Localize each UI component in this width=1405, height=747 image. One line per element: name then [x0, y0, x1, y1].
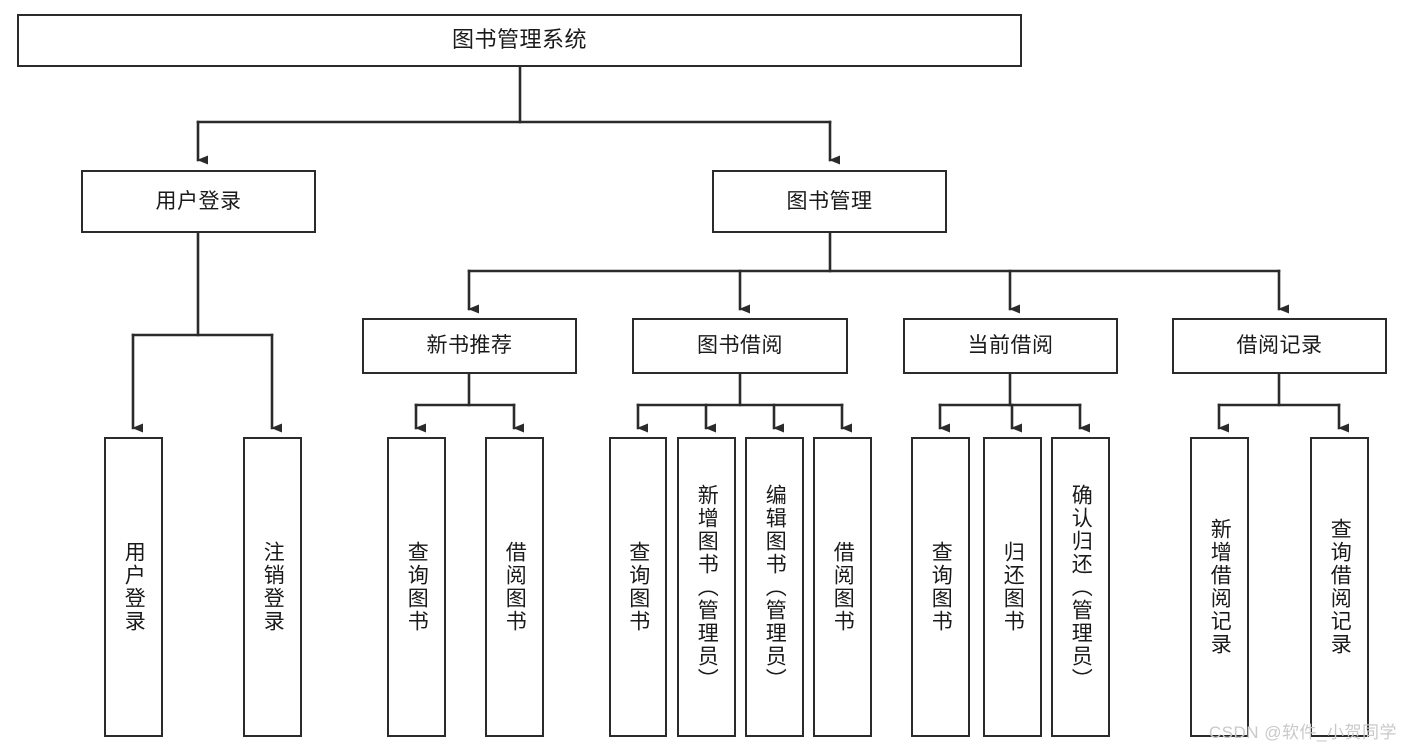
node-borrow-records-label: 借阅记录 — [1236, 334, 1323, 358]
leaf-node[interactable]: 注销登录 — [243, 437, 302, 737]
node-current-borrow-label: 当前借阅 — [967, 334, 1054, 358]
leaf-node[interactable]: 查询图书 — [387, 437, 446, 737]
leaf-node[interactable]: 借阅图书 — [485, 437, 544, 737]
leaf-node-label: 确认归还（管理员） — [1069, 483, 1093, 691]
node-book-management[interactable]: 图书管理 — [712, 170, 947, 233]
node-new-book-recommend-label: 新书推荐 — [426, 334, 513, 358]
leaf-node[interactable]: 查询图书 — [609, 437, 667, 737]
leaf-node-label: 查询借阅记录 — [1328, 518, 1352, 656]
leaf-node-label: 用户登录 — [122, 541, 146, 633]
leaf-node[interactable]: 编辑图书（管理员） — [745, 437, 804, 737]
leaf-node[interactable]: 借阅图书 — [813, 437, 872, 737]
node-root-label: 图书管理系统 — [451, 27, 587, 53]
leaf-node-label: 借阅图书 — [503, 541, 527, 633]
leaf-node[interactable]: 查询借阅记录 — [1310, 437, 1369, 737]
node-book-management-label: 图书管理 — [786, 189, 873, 213]
node-new-book-recommend[interactable]: 新书推荐 — [362, 318, 577, 374]
leaf-node-label: 编辑图书（管理员） — [763, 483, 787, 691]
leaf-node-label: 查询图书 — [405, 541, 429, 633]
leaf-node-label: 查询图书 — [929, 541, 953, 633]
node-user-login-label: 用户登录 — [155, 189, 242, 213]
leaf-node[interactable]: 新增借阅记录 — [1190, 437, 1249, 737]
node-borrow-records[interactable]: 借阅记录 — [1172, 318, 1387, 374]
leaf-node-label: 查询图书 — [626, 541, 650, 633]
leaf-node-label: 注销登录 — [261, 541, 285, 633]
leaf-node-label: 借阅图书 — [831, 541, 855, 633]
leaf-node[interactable]: 用户登录 — [104, 437, 163, 737]
leaf-node[interactable]: 确认归还（管理员） — [1051, 437, 1110, 737]
leaf-node-label: 新增图书（管理员） — [695, 483, 719, 691]
node-book-borrow-label: 图书借阅 — [697, 334, 783, 358]
leaf-node[interactable]: 查询图书 — [911, 437, 970, 737]
leaf-node[interactable]: 新增图书（管理员） — [677, 437, 736, 737]
node-current-borrow[interactable]: 当前借阅 — [903, 318, 1118, 374]
node-user-login[interactable]: 用户登录 — [81, 170, 316, 233]
node-book-borrow[interactable]: 图书借阅 — [632, 318, 848, 374]
csdn-watermark: CSDN @软件_小贺同学 — [1208, 723, 1397, 742]
leaf-node-label: 新增借阅记录 — [1208, 518, 1232, 656]
leaf-node-label: 归还图书 — [1001, 541, 1025, 633]
leaf-node[interactable]: 归还图书 — [983, 437, 1042, 737]
node-root-system[interactable]: 图书管理系统 — [17, 14, 1022, 67]
